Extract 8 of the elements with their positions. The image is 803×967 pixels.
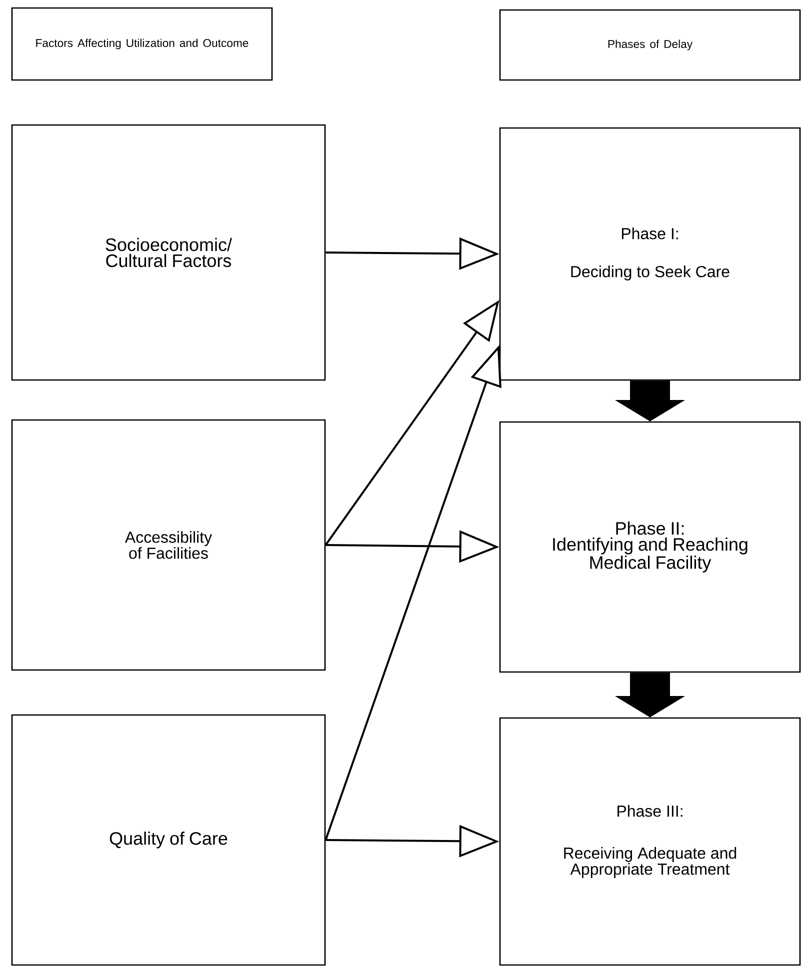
factor-box: Quality of Care (11, 714, 326, 966)
factor-box: Accessibility of Facilities (11, 419, 326, 671)
header-box: Factors Affecting Utilization and Outcome (11, 7, 273, 81)
factor-box: Socioeconomic/ Cultural Factors (11, 124, 326, 381)
header-box: Phases of Delay (499, 9, 801, 81)
phase-box: Phase I: Deciding to Seek Care (499, 127, 801, 381)
phase-box: Phase III: Receiving Adequate and Appropriate Treatment (499, 717, 801, 966)
phase-box: Phase II: Identifying and Reaching Medical Facility (499, 421, 801, 673)
